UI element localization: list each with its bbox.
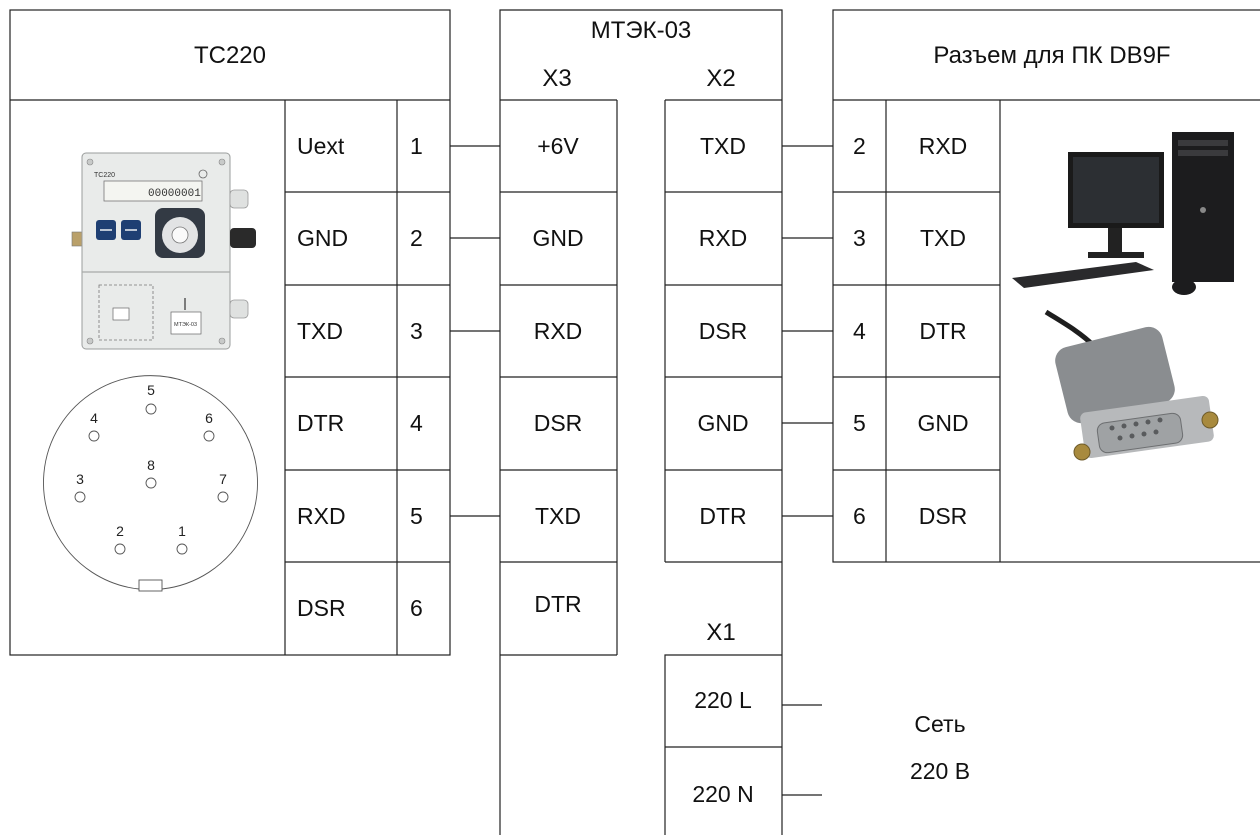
tc220-table: Uext GND TXD DTR RXD DSR 1 2 3 4 5 6 (297, 133, 423, 621)
network-line2: 220 В (910, 758, 970, 784)
tc220-pin: 1 (410, 133, 423, 159)
x2-signal: GND (697, 410, 748, 436)
pin-label: 1 (178, 523, 186, 539)
x2-signal: RXD (699, 225, 748, 251)
tc220-pin: 3 (410, 318, 423, 344)
x1-signal: 220 L (694, 687, 752, 713)
x2-table: TXD RXD DSR GND DTR (697, 133, 748, 529)
x2-signal: DTR (699, 503, 746, 529)
tc220-block (9, 9, 451, 656)
db9-connector-image (1044, 309, 1219, 461)
x3-signal: DTR (534, 591, 581, 617)
x2-signal: TXD (700, 133, 746, 159)
pin-label: 5 (147, 382, 155, 398)
db9-signal: RXD (919, 133, 968, 159)
device-display: 00000001 (148, 188, 201, 200)
db9-signal: DTR (919, 318, 966, 344)
db9-pin: 4 (853, 318, 866, 344)
db9-table: 2 3 4 5 6 RXD TXD DTR GND DSR (853, 133, 969, 529)
pin-label: 8 (147, 457, 155, 473)
pin-label: 3 (76, 471, 84, 487)
tc220-signal: TXD (297, 318, 343, 344)
db9-pin: 2 (853, 133, 866, 159)
network-line1: Сеть (914, 711, 965, 737)
x3-table: +6V GND RXD DSR TXD DTR (532, 133, 583, 617)
tc220-pin: 2 (410, 225, 423, 251)
db9-pin: 5 (853, 410, 866, 436)
tc220-connector-pinout: 5 4 6 8 3 7 2 1 (43, 375, 258, 592)
tc220-signal: DSR (297, 595, 346, 621)
db9-signal: GND (917, 410, 968, 436)
x3-signal: RXD (534, 318, 583, 344)
pc-computer-image (1012, 132, 1234, 295)
mtek-title: МТЭК-03 (591, 17, 692, 44)
tc220-device-image: TC220 00000001 МТЭК-03 (71, 152, 256, 350)
db9-block (832, 9, 1260, 563)
pin-label: 4 (90, 410, 98, 426)
db9-signal: DSR (919, 503, 968, 529)
x3-signal: DSR (534, 410, 583, 436)
tc220-signal: RXD (297, 503, 346, 529)
x1-signal: 220 N (692, 781, 753, 807)
tc220-signal: DTR (297, 410, 344, 436)
x3-signal: +6V (537, 133, 579, 159)
x1-label: X1 (706, 619, 735, 646)
x2-label: X2 (706, 65, 735, 92)
x3-signal: GND (532, 225, 583, 251)
tc220-title: ТС220 (194, 42, 266, 69)
x2-signal: DSR (699, 318, 748, 344)
tc220-signal: GND (297, 225, 348, 251)
device-model-label: TC220 (94, 172, 115, 179)
db9-signal: TXD (920, 225, 966, 251)
tc220-pin: 4 (410, 410, 423, 436)
x1-table: X1 220 L 220 N (692, 619, 753, 807)
db9-pin: 6 (853, 503, 866, 529)
db9-title: Разъем для ПК DB9F (933, 42, 1170, 69)
device-module-label: МТЭК-03 (174, 322, 197, 328)
x3-label: X3 (542, 65, 571, 92)
pin-label: 6 (205, 410, 213, 426)
tc220-signal: Uext (297, 133, 345, 159)
x3-signal: TXD (535, 503, 581, 529)
pin-label: 7 (219, 471, 227, 487)
tc220-pin: 6 (410, 595, 423, 621)
pin-label: 2 (116, 523, 124, 539)
tc220-pin: 5 (410, 503, 423, 529)
db9-pin: 3 (853, 225, 866, 251)
